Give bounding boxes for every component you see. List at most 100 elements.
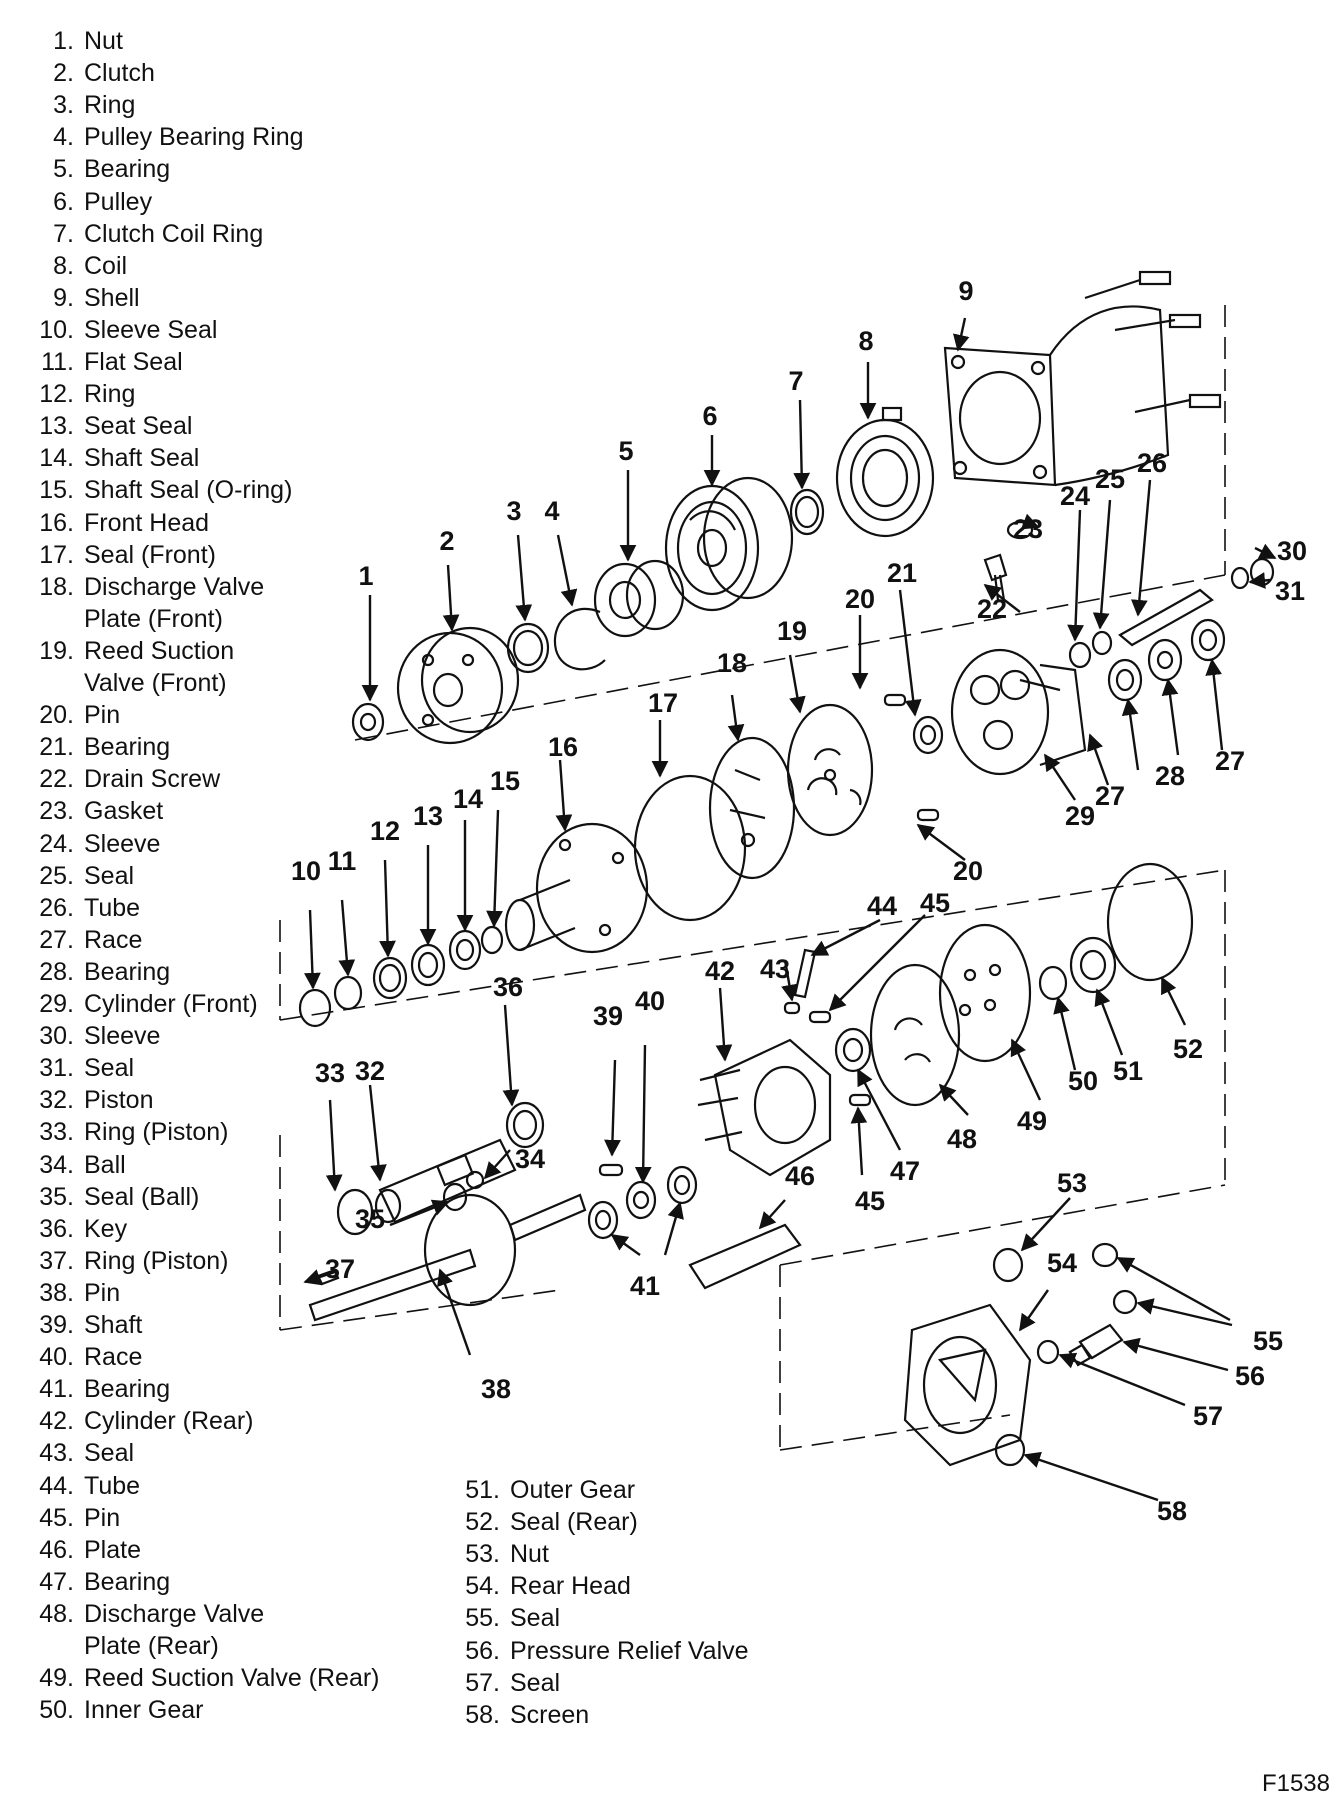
legend-item-label: Pin — [84, 1503, 121, 1532]
legend-item: 45.Pin — [39, 1503, 121, 1533]
legend-item-number: 29. — [39, 990, 74, 1018]
callout-number: 49 — [1017, 1106, 1047, 1136]
legend-item: 42.Cylinder (Rear) — [39, 1406, 253, 1436]
legend-item-number: 49. — [39, 1664, 74, 1693]
legend-item-label: Tube — [84, 893, 141, 922]
legend-item-label: Seal (Rear) — [510, 1508, 638, 1537]
legend-item-number: 6. — [53, 187, 74, 216]
legend-item: 46. Plate — [39, 1535, 141, 1565]
legend-item-number: 11. — [41, 348, 74, 376]
part-pulley — [664, 476, 794, 612]
legend-item: 1.Nut — [53, 26, 123, 56]
legend-item-number: 22. — [39, 765, 74, 794]
legend-item: 13.Seat Seal — [39, 411, 192, 441]
legend-item: 16.Front Head — [39, 508, 209, 538]
legend-item-label: Shaft — [84, 1311, 143, 1339]
legend-item-number: 4. — [53, 123, 74, 152]
legend-item-label: Pin — [84, 1278, 121, 1307]
legend-item-continuation: Valve (Front) — [84, 669, 227, 697]
part-rear-head — [903, 1303, 1032, 1467]
part-race-27b — [1190, 618, 1226, 662]
legend-item-label: Shell — [84, 283, 140, 312]
callout-number: 55 — [1253, 1326, 1283, 1356]
legend-item-number: 57. — [465, 1668, 500, 1697]
legend-item-number: 50. — [39, 1696, 74, 1725]
legend-item-label: Ring (Piston) — [84, 1246, 229, 1275]
part-seal-ball — [442, 1182, 468, 1212]
callout-number: 53 — [1057, 1168, 1087, 1198]
figure-id: F1538 — [1261, 1770, 1330, 1797]
legend-item-label: Clutch — [84, 59, 155, 88]
part-pin-38 — [598, 1163, 624, 1177]
part-inner-gear — [1038, 965, 1068, 1001]
legend-item-continuation: Plate (Front) — [84, 604, 223, 633]
legend-item-number: 36. — [39, 1214, 74, 1243]
part-ring-piston-33 — [336, 1188, 374, 1236]
legend-item-number: 53. — [465, 1540, 500, 1569]
callout-number: 48 — [947, 1124, 977, 1154]
legend-item-number: 8. — [53, 251, 74, 280]
callout-number: 7 — [788, 366, 803, 396]
legend-item: 10.Sleeve Seal — [39, 315, 217, 345]
part-reed-suction-valve-rear — [938, 923, 1032, 1063]
callout-number: 45 — [855, 1186, 885, 1216]
callout-number: 45 — [920, 888, 950, 918]
legend-item-number: 47. — [39, 1567, 74, 1596]
part-bearing-28 — [1147, 638, 1183, 682]
callout-number: 43 — [760, 954, 790, 984]
legend-item-number: 58. — [465, 1700, 500, 1729]
legend-item-label: Bearing — [84, 1375, 171, 1404]
callout-number: 24 — [1060, 481, 1090, 511]
part-pressure-relief-valve — [1068, 1323, 1124, 1367]
legend-item-number: 7. — [53, 219, 74, 248]
legend-item: 17.Seal (Front) — [39, 540, 216, 570]
legend-item-number: 25. — [39, 861, 74, 890]
legend-item: 56.Pressure Relief Valve — [465, 1636, 748, 1666]
part-outer-gear — [1069, 936, 1117, 994]
part-coil — [835, 406, 935, 538]
legend-item-number: 40. — [39, 1343, 74, 1372]
legend-item-number: 31. — [39, 1054, 74, 1083]
part-ring-piston-37 — [505, 1101, 545, 1149]
legend-item-label: Discharge Valve — [84, 572, 265, 601]
legend-item-label: Drain Screw — [84, 765, 221, 794]
legend-item-number: 13. — [39, 412, 74, 441]
legend-item: 40.Race — [39, 1342, 142, 1372]
callout-number: 36 — [493, 972, 523, 1002]
part-shaft-seal-o-ring — [480, 925, 504, 955]
legend-item-label: Plate — [84, 1535, 141, 1564]
part-nut-53 — [992, 1247, 1024, 1283]
legend-item-number: 34. — [39, 1150, 74, 1179]
legend-item-label: Seal (Front) — [84, 540, 216, 569]
legend-item-label: Bearing — [84, 733, 171, 762]
callout-number: 47 — [890, 1156, 920, 1186]
legend-item: 26.Tube — [39, 893, 141, 923]
callout-number: 21 — [887, 558, 917, 588]
legend-item: 27.Race — [39, 925, 142, 955]
callout-number: 14 — [453, 784, 483, 814]
part-piston — [374, 1138, 517, 1224]
legend-item-number: 46. — [39, 1535, 74, 1564]
part-shaft-seal — [448, 929, 482, 971]
part-cylinder-front — [950, 648, 1087, 776]
callout-number: 4 — [544, 496, 559, 526]
callout-number: 18 — [717, 648, 747, 678]
part-shaft — [308, 1193, 587, 1322]
legend-item-label: Ring — [84, 91, 136, 120]
callout-number: 54 — [1047, 1248, 1077, 1278]
legend-item: 57.Seal — [465, 1668, 560, 1698]
legend-item: 20.Pin — [39, 700, 120, 730]
legend-item-label: Gasket — [84, 797, 164, 826]
callout-number: 46 — [785, 1161, 815, 1191]
callout-number: 29 — [1065, 801, 1095, 831]
callout-number: 34 — [515, 1144, 545, 1174]
callout-number: 27 — [1095, 781, 1125, 811]
callout-number: 57 — [1193, 1401, 1223, 1431]
part-plate — [688, 1223, 802, 1290]
callout-number: 12 — [370, 816, 400, 846]
callout-number: 20 — [953, 856, 983, 886]
callout-number: 9 — [958, 276, 973, 306]
legend-item-number: 39. — [39, 1311, 74, 1339]
legend-item-number: 3. — [53, 91, 74, 120]
